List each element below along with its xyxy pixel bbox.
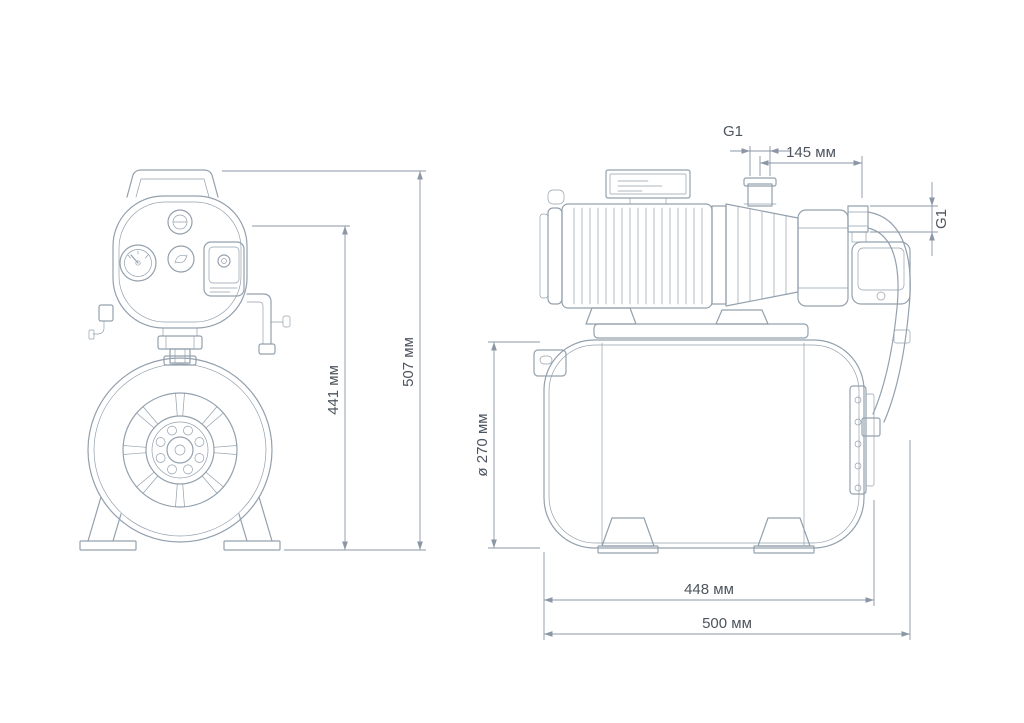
dim-tank-length: 448 мм (543, 500, 875, 640)
tank-flange-side (849, 385, 875, 495)
side-view (533, 169, 911, 554)
dim-label-270: ø 270 мм (474, 413, 491, 476)
side-fitting-left (88, 304, 114, 340)
tank-ribs (122, 392, 238, 508)
motor-body (539, 189, 713, 309)
brand-logo (167, 245, 195, 273)
drain-pipe-right (246, 293, 291, 355)
front-view (79, 169, 291, 551)
dim-label-507: 507 мм (400, 337, 417, 387)
pump-casing (711, 203, 849, 307)
front-view-dimensions: 507 мм 441 мм (222, 170, 426, 551)
tank-side (533, 339, 875, 549)
pressure-switch-side (851, 231, 911, 305)
pressure-switch-front (203, 241, 245, 297)
inlet-port-top (743, 177, 777, 207)
dim-label-g1-inlet: G1 (723, 123, 743, 140)
cooling-fins (573, 207, 703, 305)
connection-hose (861, 211, 911, 437)
pump-saddle (585, 307, 809, 339)
dim-label-500: 500 мм (702, 615, 752, 632)
dim-total-length: 500 мм (544, 440, 911, 640)
riser-pipe-front (157, 327, 203, 366)
dim-label-145: 145 мм (786, 144, 836, 161)
dim-label-441: 441 мм (325, 365, 342, 415)
dim-inlet-thread: G1 (723, 123, 790, 176)
dim-label-g1-outlet: G1 (933, 209, 950, 229)
pressure-gauge (119, 244, 157, 282)
tank-flange-bolts (155, 425, 205, 475)
dim-inlet-offset: 145 мм (759, 144, 863, 198)
tank-front (87, 357, 273, 543)
pump-head-front (112, 195, 248, 329)
carry-handle (126, 169, 219, 198)
dim-outlet-thread: G1 (870, 182, 950, 256)
terminal-box (605, 169, 691, 205)
feet-side (597, 517, 815, 554)
dim-label-448: 448 мм (684, 581, 734, 598)
feet-front (79, 496, 281, 551)
dim-pump-height: 441 мм (252, 225, 350, 550)
dim-tank-diameter: ø 270 мм (474, 341, 540, 549)
outlet-port-side (847, 205, 869, 233)
dim-total-height: 507 мм (222, 170, 426, 551)
side-view-dimensions: G1 145 мм G1 ø 270 мм 448 мм (474, 123, 950, 640)
tank-bracket (533, 349, 567, 377)
